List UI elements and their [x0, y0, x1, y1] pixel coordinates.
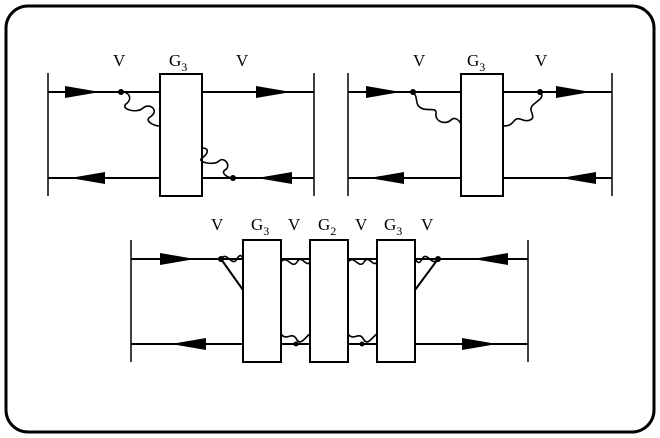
label-v-2: V [288, 215, 301, 234]
interaction-wavy-line [347, 258, 378, 266]
label-g2: G2 [318, 215, 336, 238]
label-v-4: V [421, 215, 434, 234]
arrow-right-icon [65, 86, 100, 98]
arrow-left-icon [473, 253, 508, 265]
arrow-left-icon [561, 172, 596, 184]
arrow-left-icon [171, 338, 206, 350]
vertex-leg [220, 258, 244, 291]
vertex-dot [359, 341, 365, 347]
interaction-wavy-line [220, 254, 244, 263]
interaction-wavy-line [120, 91, 161, 127]
arrow-right-icon [556, 86, 591, 98]
label-g3-left: G3 [251, 215, 269, 238]
arrow-right-icon [160, 253, 195, 265]
g3-box [159, 73, 203, 197]
arrow-left-icon [70, 172, 105, 184]
interaction-wavy-line [280, 333, 311, 343]
label-v-1: V [211, 215, 224, 234]
label-g3-right: G3 [384, 215, 402, 238]
g3-box-right [376, 239, 416, 363]
g2-box [309, 239, 349, 363]
arrow-right-icon [366, 86, 401, 98]
interaction-wavy-line [414, 255, 439, 264]
interaction-wavy-line [200, 147, 234, 179]
label-v-3: V [355, 215, 368, 234]
g3-box [460, 73, 504, 197]
diagram-bottom: V G3 V G2 V G3 V [130, 215, 529, 363]
interaction-wavy-line [412, 91, 462, 127]
arrow-left-icon [369, 172, 404, 184]
label-v-right: V [535, 51, 548, 70]
arrow-right-icon [462, 338, 497, 350]
arrow-right-icon [256, 86, 291, 98]
arrow-left-icon [257, 172, 292, 184]
label-g3: G3 [169, 51, 187, 74]
g3-box-left [242, 239, 282, 363]
interaction-wavy-line [280, 258, 311, 266]
diagram-top-right: V G3 V [347, 51, 613, 197]
label-g3: G3 [467, 51, 485, 74]
interaction-wavy-line [502, 91, 543, 127]
outer-frame [4, 4, 656, 434]
vertex-leg [414, 258, 439, 291]
diagram-top-left: V G3 V [47, 51, 315, 197]
label-v-left: V [413, 51, 426, 70]
label-v-right: V [236, 51, 249, 70]
interaction-wavy-line [347, 333, 378, 343]
label-v-left: V [113, 51, 126, 70]
vertex-dot [293, 341, 299, 347]
